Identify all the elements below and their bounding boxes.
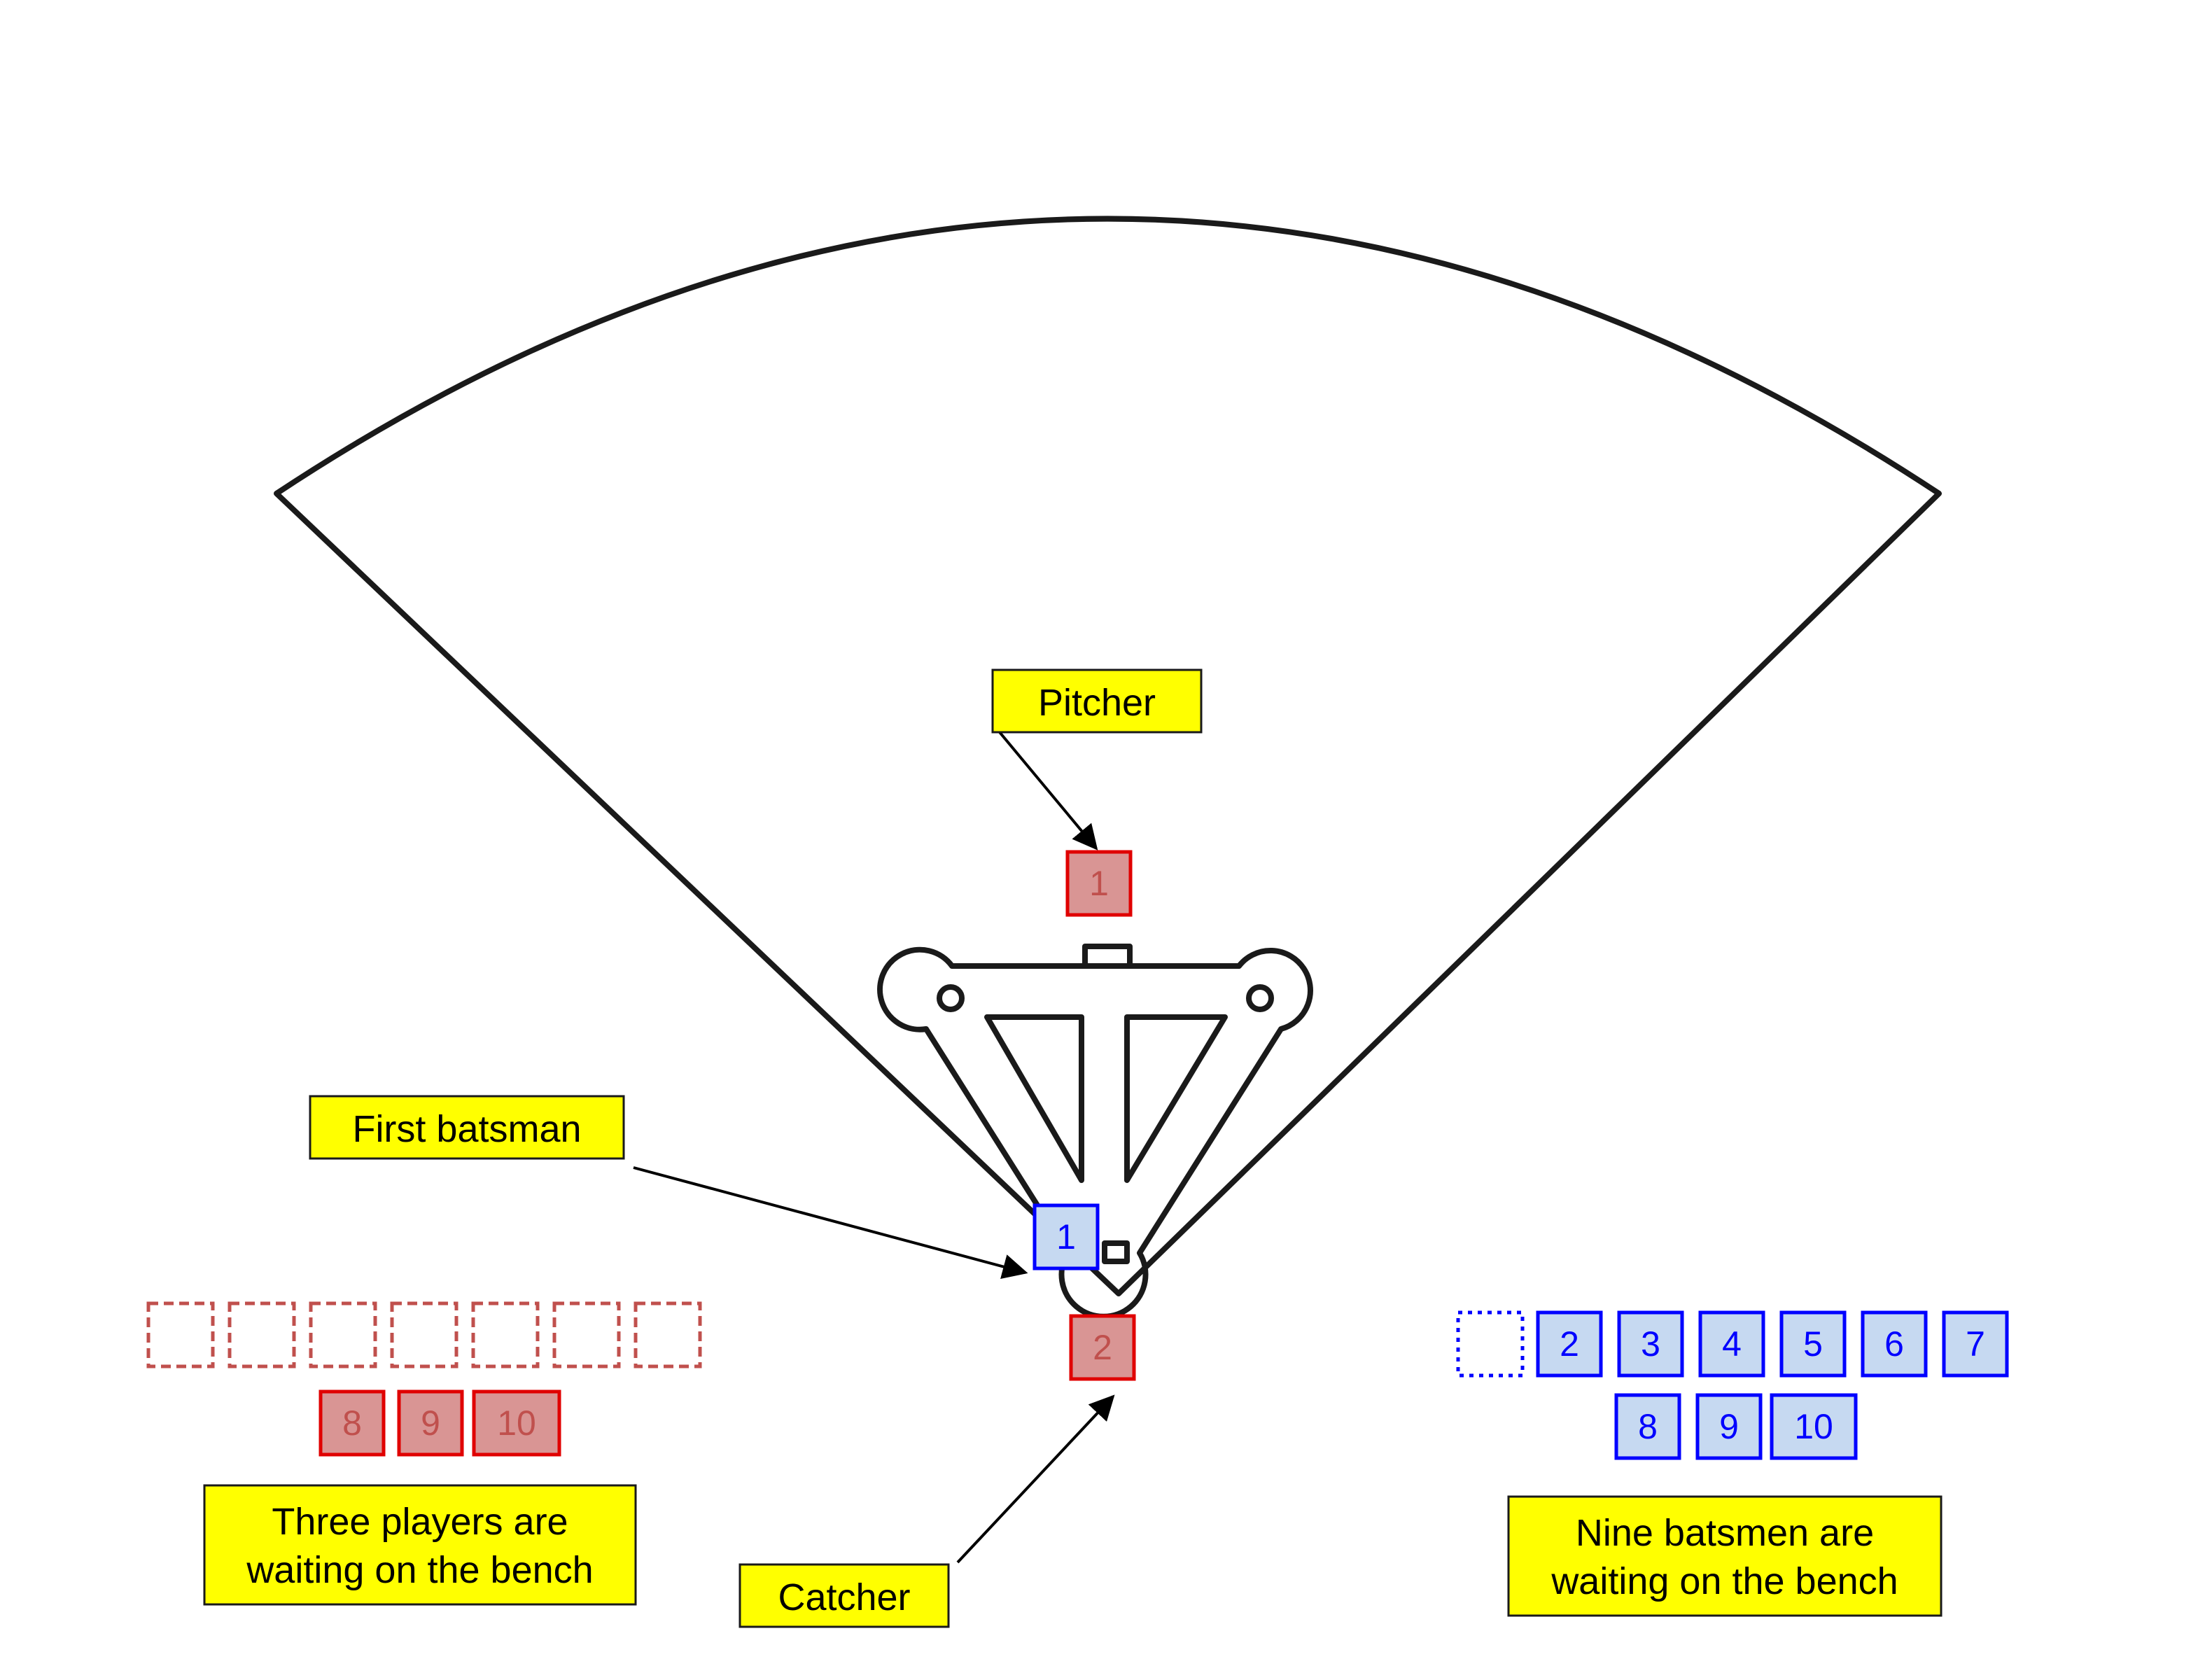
batting-bench-player-number: 3 (1641, 1324, 1660, 1364)
batting-bench-player-number: 8 (1638, 1407, 1658, 1446)
fielding-bench-player-box (318, 1390, 386, 1457)
first-batsman-arrow (633, 1166, 1028, 1280)
batting-bench-player-number: 7 (1966, 1324, 1985, 1364)
batting-bench-player-box (1695, 1393, 1763, 1460)
batting-bench-player-box (1536, 1310, 1603, 1378)
batting-bench-label: Nine batsmen are waiting on the bench (1507, 1495, 1942, 1617)
batting-bench-label-line1: Nine batsmen are (1576, 1512, 1874, 1554)
fielding-bench-label-line1: Three players are (272, 1501, 568, 1543)
batting-bench-player-box (1942, 1310, 2009, 1378)
fielding-bench-player-box (397, 1390, 464, 1457)
pitcher-marker-box (1065, 850, 1133, 917)
batting-bench-empty-slot (1456, 1310, 1525, 1378)
batting-bench-player-number: 10 (1794, 1407, 1833, 1446)
batting-bench-player-box (1770, 1393, 1858, 1460)
batting-bench-player: 8 (1614, 1393, 1681, 1460)
first-batsman-label: First batsman (309, 1095, 625, 1160)
fielding-bench-player: 9 (397, 1390, 464, 1457)
catcher-marker-box (1069, 1314, 1136, 1381)
batting-bench-label-line2: waiting on the bench (1550, 1560, 1898, 1602)
catcher-label: Catcher (738, 1563, 950, 1628)
first-batsman-marker: 1 (1032, 1203, 1100, 1270)
first-batsman-label-text: First batsman (352, 1108, 581, 1150)
pitcher-arrow (998, 731, 1098, 850)
fielding-bench-empty-slot-box (552, 1301, 621, 1368)
batting-bench-player-number: 4 (1722, 1324, 1742, 1364)
fielding-bench-empty-slot-box (309, 1301, 377, 1368)
catcher-marker-number: 2 (1093, 1328, 1112, 1367)
fielding-bench-player-number: 10 (497, 1404, 536, 1443)
pitcher-marker-number: 1 (1089, 864, 1109, 903)
batting-bench-player: 7 (1942, 1310, 2009, 1378)
fielding-bench-player-box (472, 1390, 561, 1457)
fielding-bench-empty-slot-box (227, 1301, 296, 1368)
fielding-bench-player-number: 8 (342, 1404, 362, 1443)
fielding-bench-empty-slot-box (634, 1301, 702, 1368)
batting-bench-player-number: 2 (1560, 1324, 1579, 1364)
fielding-bench-player: 10 (472, 1390, 561, 1457)
batting-bench-player-box (1861, 1310, 1928, 1378)
batting-bench-player-number: 6 (1884, 1324, 1904, 1364)
fielding-bench-label-line2: waiting on the bench (246, 1549, 593, 1591)
batting-bench-player-box (1617, 1310, 1684, 1378)
batting-bench-player: 6 (1861, 1310, 1928, 1378)
pitcher-label: Pitcher (991, 668, 1203, 734)
catcher-arrow (956, 1394, 1115, 1564)
catcher-label-text: Catcher (778, 1576, 910, 1618)
batting-bench-player-number: 5 (1803, 1324, 1823, 1364)
catcher-marker: 2 (1069, 1314, 1136, 1381)
player-markers: 1 2 1 8 9 10 2 3 4 5 6 7 8 9 10 (146, 850, 2009, 1460)
batting-bench-player: 5 (1779, 1310, 1847, 1378)
batting-bench-player-box (1614, 1393, 1681, 1460)
fielding-bench-empty-slot (552, 1301, 621, 1368)
fielding-bench-empty-slot (309, 1301, 377, 1368)
batting-bench-player-box (1779, 1310, 1847, 1378)
batting-bench-player-box (1698, 1310, 1765, 1378)
fielding-bench-empty-slot-box (146, 1301, 215, 1368)
fielding-bench-empty-slot (634, 1301, 702, 1368)
fielding-bench-label: Three players are waiting on the bench (203, 1484, 637, 1606)
batting-bench-player: 10 (1770, 1393, 1858, 1460)
first-batsman-marker-number: 1 (1056, 1217, 1076, 1256)
fielding-bench-player-number: 9 (421, 1404, 440, 1443)
batting-bench-empty-slot-box (1456, 1310, 1525, 1378)
first-batsman-marker-box (1032, 1203, 1100, 1270)
fielding-bench-empty-slot (227, 1301, 296, 1368)
field-outline (274, 216, 1942, 1296)
fielding-bench-player: 8 (318, 1390, 386, 1457)
fielding-bench-empty-slot-box (390, 1301, 458, 1368)
fielding-bench-empty-slot (471, 1301, 540, 1368)
batting-bench-player: 2 (1536, 1310, 1603, 1378)
batting-bench-player: 3 (1617, 1310, 1684, 1378)
pitcher-label-text: Pitcher (1038, 682, 1156, 724)
batting-bench-player-number: 9 (1719, 1407, 1739, 1446)
batting-bench-player: 9 (1695, 1393, 1763, 1460)
fielding-bench-empty-slot-box (471, 1301, 540, 1368)
batting-bench-player: 4 (1698, 1310, 1765, 1378)
pitcher-marker: 1 (1065, 850, 1133, 917)
fielding-bench-empty-slot (146, 1301, 215, 1368)
fielding-bench-empty-slot (390, 1301, 458, 1368)
